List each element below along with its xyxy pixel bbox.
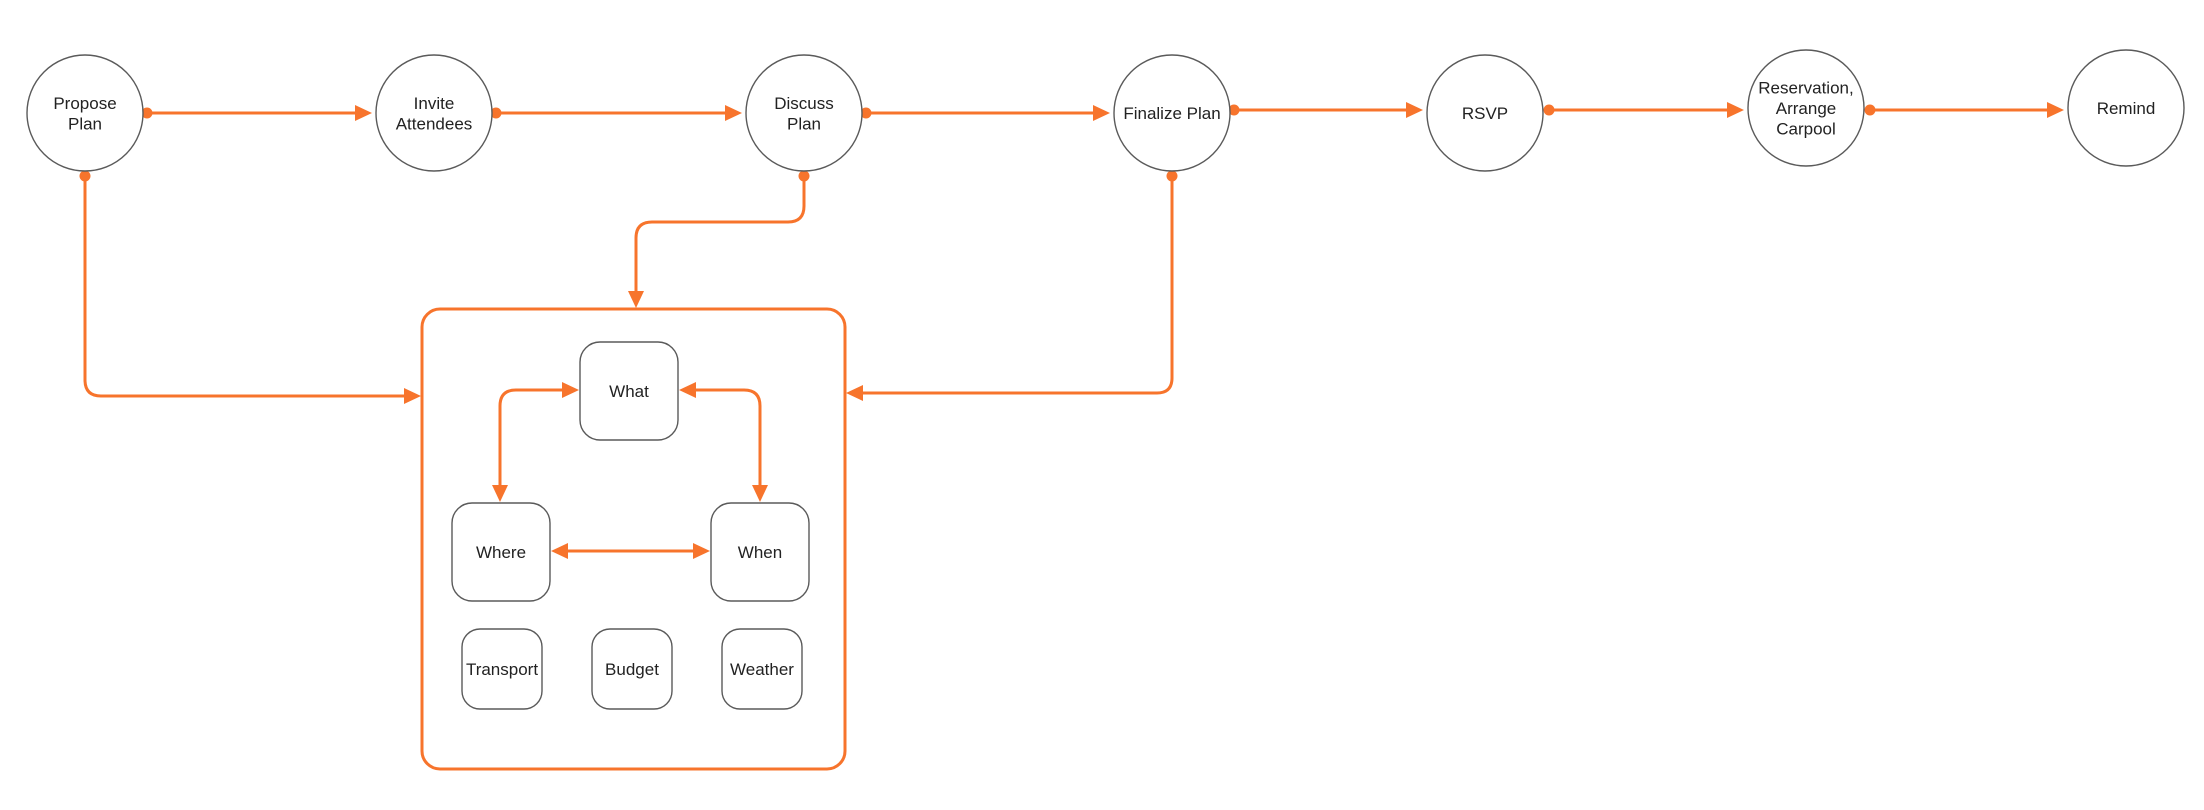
label-line: What: [609, 382, 649, 401]
label-line: Arrange: [1776, 99, 1836, 118]
node-where[interactable]: Where: [451, 502, 551, 602]
node-where-label: Where: [476, 543, 526, 562]
label-line: Invite: [414, 94, 455, 113]
node-finalize-plan[interactable]: Finalize Plan: [1113, 54, 1231, 172]
connector-arrowhead: [1727, 102, 1744, 118]
connector-arrowhead: [404, 388, 421, 404]
planning-group[interactable]: [420, 307, 847, 771]
connectors-layer: [79, 102, 2064, 559]
connector-arrowhead: [551, 543, 568, 559]
connector-start-dot: [79, 170, 91, 182]
edge-discuss-to-group: [634, 176, 806, 292]
node-remind[interactable]: Remind: [2067, 49, 2185, 167]
connector-arrowhead: [562, 382, 579, 398]
label-line: Plan: [787, 114, 821, 133]
node-weather-label: Weather: [730, 660, 794, 679]
node-when[interactable]: When: [710, 502, 810, 602]
label-line: Weather: [730, 660, 794, 679]
label-line: Transport: [466, 660, 538, 679]
connector-start-dot: [1543, 104, 1555, 116]
connector-arrowhead: [1093, 105, 1110, 121]
node-transport[interactable]: Transport: [461, 628, 543, 710]
label-line: Finalize Plan: [1123, 104, 1220, 123]
connector-arrowhead: [1406, 102, 1423, 118]
label-line: Plan: [68, 114, 102, 133]
label-line: When: [738, 543, 782, 562]
node-what[interactable]: What: [579, 341, 679, 441]
connector-start-dot: [1864, 104, 1876, 116]
node-when-label: When: [738, 543, 782, 562]
label-line: RSVP: [1462, 104, 1508, 123]
connector-start-dot: [1166, 170, 1178, 182]
node-what-label: What: [609, 382, 649, 401]
label-line: Discuss: [774, 94, 834, 113]
connector-arrowhead: [2047, 102, 2064, 118]
connector-start-dot: [860, 107, 872, 119]
connector-arrowhead: [752, 485, 768, 502]
connector-arrowhead: [725, 105, 742, 121]
node-finalize-plan-label: Finalize Plan: [1123, 104, 1220, 123]
edge-finalize-to-group: [861, 176, 1174, 395]
node-budget[interactable]: Budget: [591, 628, 673, 710]
edge-propose-to-group: [83, 176, 406, 398]
label-line: Budget: [605, 660, 659, 679]
node-weather[interactable]: Weather: [721, 628, 803, 710]
label-line: Where: [476, 543, 526, 562]
label-line: Carpool: [1776, 120, 1836, 139]
label-line: Attendees: [396, 114, 473, 133]
connector-arrowhead: [846, 385, 863, 401]
node-rsvp-label: RSVP: [1462, 104, 1508, 123]
connector-arrowhead: [679, 382, 696, 398]
connector-arrowhead: [693, 543, 710, 559]
node-budget-label: Budget: [605, 660, 659, 679]
label-line: Propose: [53, 94, 116, 113]
connector-start-dot: [1228, 104, 1240, 116]
connector-start-dot: [798, 170, 810, 182]
node-remind-label: Remind: [2097, 99, 2156, 118]
connector-start-dot: [490, 107, 502, 119]
node-rsvp[interactable]: RSVP: [1426, 54, 1544, 172]
connector-arrowhead: [355, 105, 372, 121]
connector-arrowhead: [492, 485, 508, 502]
node-transport-label: Transport: [466, 660, 538, 679]
edge-what-where: [498, 388, 565, 486]
label-line: Remind: [2097, 99, 2156, 118]
connector-arrowhead: [628, 291, 644, 308]
label-line: Reservation,: [1758, 79, 1853, 98]
edge-what-when: [694, 388, 762, 486]
connector-start-dot: [141, 107, 153, 119]
